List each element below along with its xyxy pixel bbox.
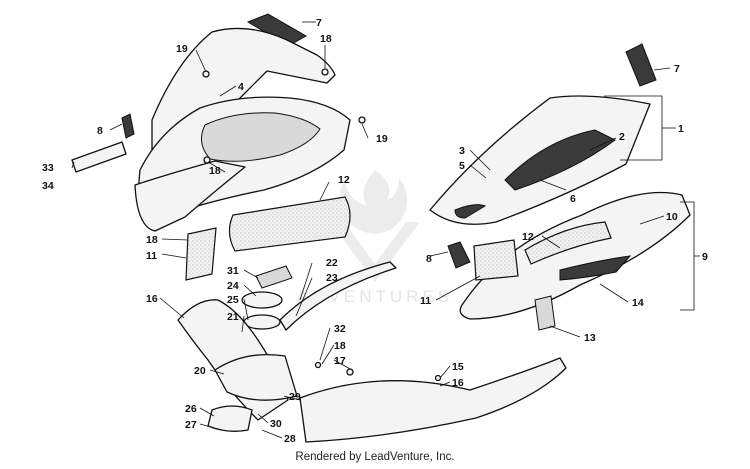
callout-19: 19	[176, 43, 188, 55]
callout-19: 19	[376, 133, 388, 145]
vent-grille-right	[625, 43, 657, 87]
decal-upper	[504, 129, 616, 191]
decal-lower	[559, 255, 632, 281]
callout-22: 22	[326, 257, 338, 269]
foam-block-31	[255, 265, 293, 289]
callout-18: 18	[209, 165, 221, 177]
callout-24: 24	[227, 280, 239, 292]
callout-30: 30	[270, 418, 282, 430]
lower-pan-20	[214, 353, 298, 401]
seal-ring-25	[243, 314, 281, 330]
fastener	[434, 374, 442, 382]
callout-21: 21	[227, 311, 239, 323]
fastener	[346, 368, 354, 376]
decal-accent	[454, 204, 487, 219]
callout-7: 7	[674, 63, 680, 75]
callout-34: 34	[42, 180, 54, 192]
fastener	[314, 361, 322, 369]
leader-lines	[71, 21, 700, 439]
callout-3: 3	[459, 145, 465, 157]
fastener	[358, 116, 366, 124]
callout-28: 28	[284, 433, 296, 445]
callout-33: 33	[42, 162, 54, 174]
callout-12: 12	[522, 231, 534, 243]
callout-23: 23	[326, 272, 338, 284]
callout-8: 8	[97, 125, 103, 137]
insulation-pad-11b	[473, 239, 519, 281]
callout-14: 14	[632, 297, 644, 309]
hinge-bracket	[71, 141, 127, 173]
callout-1: 1	[678, 123, 684, 135]
insulation-pad-11	[185, 227, 217, 281]
lower-side-panel	[459, 191, 691, 320]
vent-grille-8b	[447, 241, 471, 269]
fastener	[202, 70, 210, 78]
callout-17: 17	[334, 355, 346, 367]
callout-10: 10	[666, 211, 678, 223]
seal-ring-24	[241, 291, 283, 309]
callout-27: 27	[185, 419, 197, 431]
callout-31: 31	[227, 265, 239, 277]
callout-2: 2	[619, 131, 625, 143]
belly-rail-22	[279, 261, 397, 331]
callout-labels: 7 18 19 4 8 19 33 34 18 12 18 11 31 24 2…	[42, 17, 708, 445]
callout-12: 12	[338, 174, 350, 186]
footer-credit: Rendered by LeadVenture, Inc.	[295, 451, 455, 463]
fastener	[321, 68, 329, 76]
nose-pan	[134, 160, 246, 232]
hood-assembly	[71, 13, 366, 281]
callout-16: 16	[146, 293, 158, 305]
panel-trim-13	[534, 295, 556, 331]
callout-11: 11	[420, 295, 431, 307]
callout-8: 8	[426, 253, 432, 265]
callout-7: 7	[316, 17, 322, 29]
callout-16: 16	[452, 377, 464, 389]
callout-18: 18	[334, 340, 346, 352]
callout-11: 11	[146, 250, 157, 262]
insulation-pad-12b	[524, 221, 612, 265]
bellypan-assembly	[177, 261, 567, 443]
small-bracket	[121, 113, 135, 139]
callout-18: 18	[320, 33, 332, 45]
callout-32: 32	[334, 323, 346, 335]
callout-4: 4	[238, 81, 244, 93]
callout-18: 18	[146, 234, 158, 246]
callout-15: 15	[452, 361, 464, 373]
callout-25: 25	[227, 294, 239, 306]
duct-outlet-26	[207, 405, 253, 432]
callout-20: 20	[194, 365, 206, 377]
callout-6: 6	[570, 193, 576, 205]
callout-9: 9	[702, 251, 708, 263]
fastener	[203, 156, 211, 164]
callout-26: 26	[185, 403, 197, 415]
side-panel-assembly	[429, 43, 691, 331]
belly-pan-29	[299, 357, 567, 443]
insulation-pad-12	[228, 196, 351, 252]
callout-13: 13	[584, 332, 596, 344]
callout-29: 29	[289, 391, 301, 403]
callout-5: 5	[459, 160, 465, 172]
